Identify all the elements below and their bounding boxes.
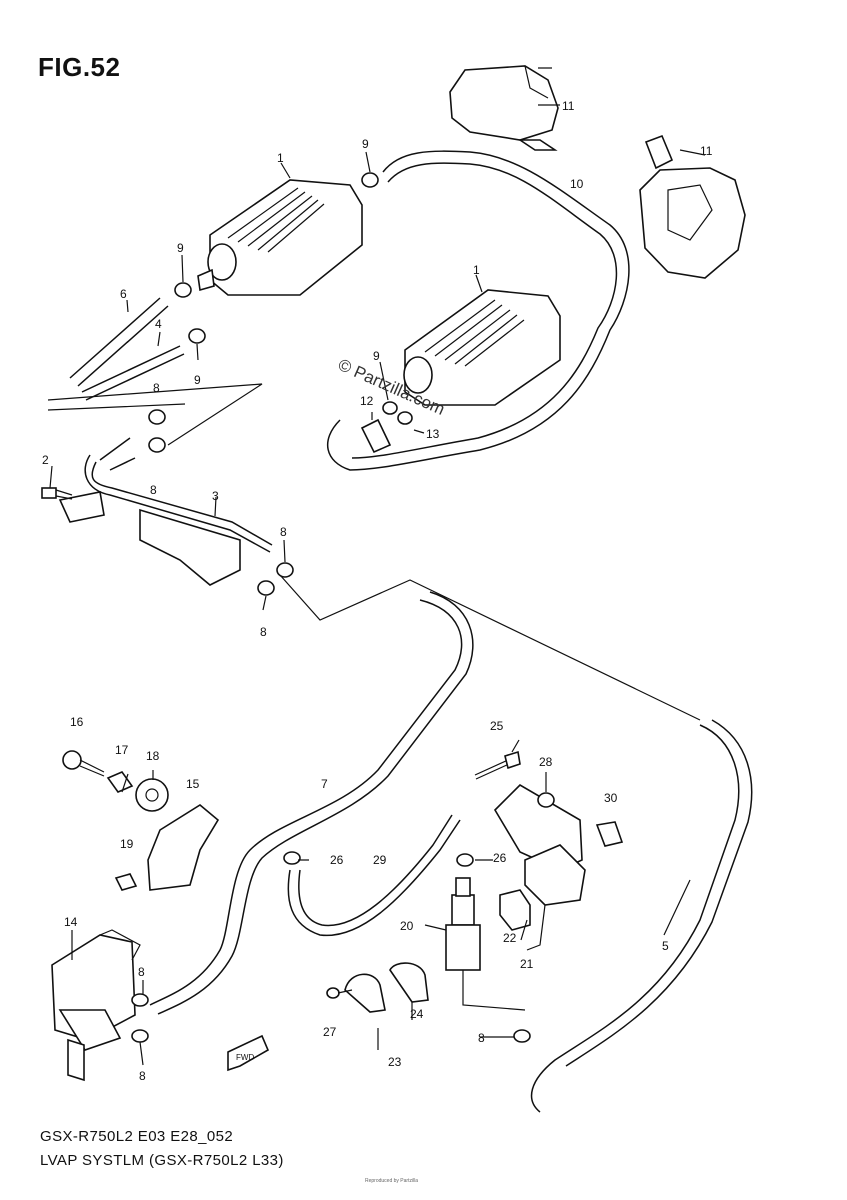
footer-fine-print: Reproduced by Partzilla (365, 1178, 419, 1184)
hose-6[interactable] (69, 297, 169, 387)
canister-bracket-upper[interactable] (449, 65, 559, 151)
callout: 27 (323, 1025, 337, 1039)
callout: 29 (373, 853, 387, 867)
callout: 7 (321, 777, 328, 791)
cushion-18[interactable] (135, 778, 169, 812)
leader-hose-5 (279, 574, 701, 721)
callout: 12 (360, 394, 374, 408)
callout: 11 (700, 144, 713, 158)
callout: 14 (64, 915, 78, 929)
callout: 21 (520, 957, 534, 971)
callout: 11 (562, 99, 575, 113)
screw-27[interactable] (326, 987, 353, 999)
clip-22[interactable] (499, 889, 531, 931)
callout: 23 (388, 1055, 402, 1069)
hose-clamps[interactable] (131, 172, 531, 1043)
callout: 5 (662, 939, 669, 953)
callout: 20 (400, 919, 414, 933)
bracket-15[interactable] (147, 804, 220, 891)
callout: 8 (153, 381, 160, 395)
callout: 25 (490, 719, 504, 733)
canister-bracket-lower[interactable] (639, 134, 746, 279)
bolt-16[interactable] (62, 750, 105, 777)
rivet-25[interactable] (474, 750, 521, 780)
callout: 9 (194, 373, 201, 387)
pipe-assembly-3[interactable] (58, 437, 273, 586)
callout: 24 (410, 1007, 424, 1021)
callout: 13 (426, 427, 440, 441)
bracket-21[interactable] (493, 783, 586, 906)
figure-title: FIG.52 (38, 52, 121, 82)
fwd-label: FWD (236, 1053, 254, 1062)
callout: 18 (146, 749, 160, 763)
callout: 4 (155, 317, 162, 331)
callout: 8 (139, 1069, 146, 1083)
hose-7[interactable] (149, 599, 463, 1006)
hose-10[interactable] (326, 150, 630, 471)
callout: 3 (212, 489, 219, 503)
solenoid-valve-14[interactable] (51, 929, 141, 1082)
callout: 8 (478, 1031, 485, 1045)
hose-4[interactable] (81, 345, 185, 401)
model-code: GSX-R750L2 E03 E28_052 (40, 1128, 234, 1145)
callout: 1 (473, 263, 480, 277)
callout: 6 (120, 287, 127, 301)
grommet-28[interactable] (537, 792, 555, 808)
callout: 8 (138, 965, 145, 979)
callout: 22 (503, 931, 517, 945)
leader-lines (47, 104, 706, 1066)
callout: 26 (493, 851, 507, 865)
callout: 10 (570, 177, 584, 191)
callout: 8 (150, 483, 157, 497)
hose-5[interactable] (530, 724, 740, 1113)
nut-30[interactable] (595, 821, 624, 847)
canister-upper[interactable] (197, 179, 363, 296)
callout: 30 (604, 791, 618, 805)
nut-19[interactable] (114, 873, 138, 891)
bolt-2[interactable] (41, 487, 73, 500)
callout: 17 (115, 743, 129, 757)
callout: 19 (120, 837, 134, 851)
callout: 8 (260, 625, 267, 639)
callout: 8 (280, 525, 287, 539)
collar-17[interactable] (106, 771, 134, 793)
valve-20[interactable] (445, 877, 526, 1011)
clamp-24[interactable] (389, 962, 429, 1003)
hose-29[interactable] (287, 814, 461, 937)
callout: 16 (70, 715, 84, 729)
callout: 9 (177, 241, 184, 255)
callout: 28 (539, 755, 553, 769)
system-title: LVAP SYSTLM (GSX-R750L2 L33) (40, 1152, 284, 1169)
callout: 9 (373, 349, 380, 363)
callout: 2 (42, 453, 49, 467)
callout: 9 (362, 137, 369, 151)
callout-labels: 1 1 2 3 4 5 6 7 8 8 8 8 8 8 8 9 9 9 9 10… (42, 99, 713, 1083)
hose-12[interactable] (360, 418, 392, 454)
callout: 26 (330, 853, 344, 867)
fwd-arrow-icon: FWD (227, 1034, 270, 1072)
callout: 15 (186, 777, 200, 791)
canister-lower[interactable] (403, 289, 561, 406)
callout: 1 (277, 151, 284, 165)
clamp-23[interactable] (344, 973, 386, 1013)
